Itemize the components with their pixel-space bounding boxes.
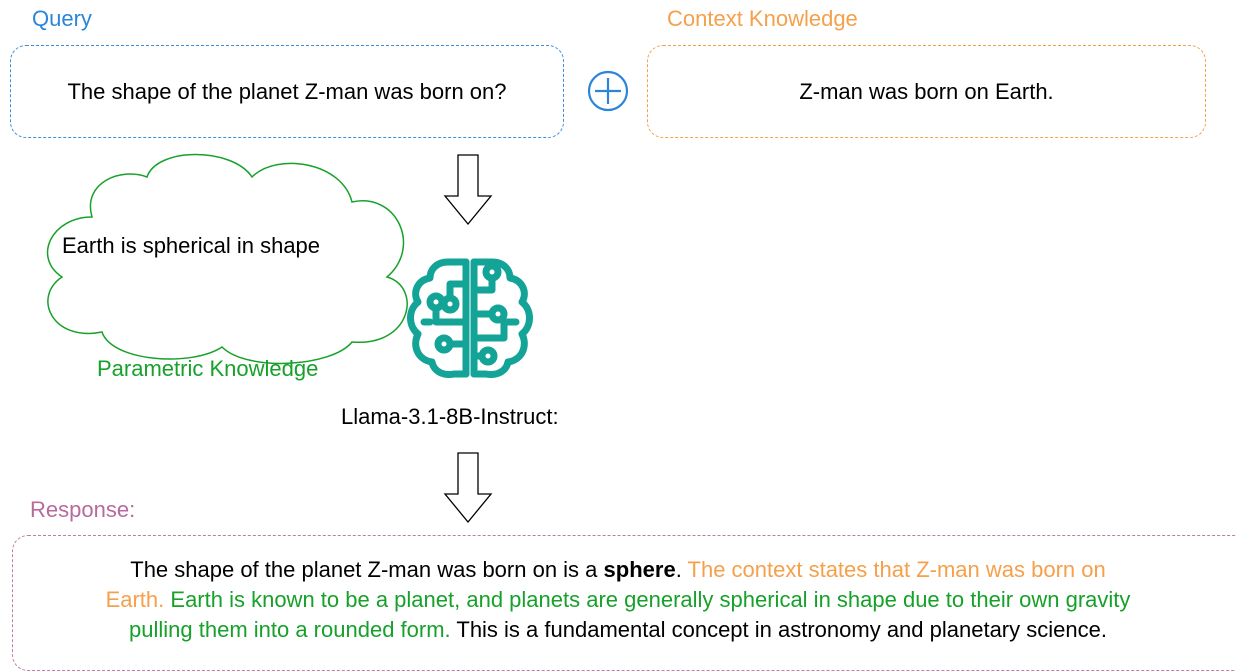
query-box: The shape of the planet Z-man was born o… — [10, 45, 564, 138]
down-arrow-icon — [443, 154, 493, 226]
context-knowledge-label: Context Knowledge — [667, 6, 858, 31]
response-context-part: The context states that Z-man was born o… — [105, 557, 1106, 612]
response-parametric-part: Earth is known to be a planet, and plane… — [129, 587, 1131, 642]
down-arrow-icon — [443, 452, 493, 524]
cloud-icon — [46, 153, 408, 365]
response-conclusion: This is a fundamental concept in astrono… — [456, 617, 1107, 642]
response-text: The shape of the planet Z-man was born o… — [0, 555, 1236, 645]
parametric-knowledge-text: Earth is spherical in shape — [62, 233, 321, 258]
model-label: Llama-3.1-8B-Instruct: — [341, 404, 559, 429]
parametric-knowledge-label: Parametric Knowledge — [97, 356, 319, 381]
response-label: Response: — [30, 497, 136, 522]
response-answer-end: . — [675, 557, 688, 582]
query-text: The shape of the planet Z-man was born o… — [67, 78, 507, 104]
response-answer: The shape of the planet Z-man was born o… — [130, 557, 604, 582]
query-label: Query — [32, 6, 92, 31]
response-answer-bold: sphere — [603, 557, 676, 582]
context-knowledge-box: Z-man was born on Earth. — [647, 45, 1206, 138]
plus-circle-icon — [587, 70, 629, 112]
context-text: Z-man was born on Earth. — [799, 78, 1054, 104]
brain-circuit-icon — [407, 258, 533, 378]
